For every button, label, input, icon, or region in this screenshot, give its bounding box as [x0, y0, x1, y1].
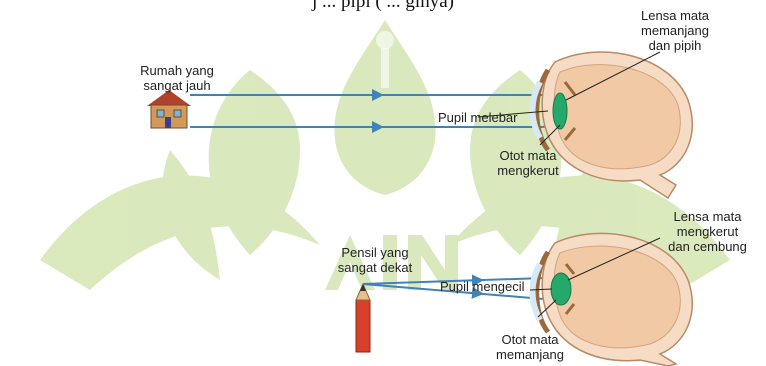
pencil-icon — [356, 284, 370, 352]
lens-convex-label: Lensa mata mengkerut dan cembung — [650, 209, 765, 254]
pupil-dilated-label: Pupil melebar — [438, 110, 518, 125]
near-object-label: Pensil yang sangat dekat — [330, 245, 420, 275]
lens-flat-label: Lensa mata memanjang dan pipih — [620, 8, 730, 53]
muscle-stretch-label: Otot mata memanjang — [480, 332, 580, 362]
pupil-constricted-label: Pupil mengecil — [440, 279, 525, 294]
house-icon — [147, 90, 191, 128]
muscle-contract-label: Otot mata mengkerut — [478, 148, 578, 178]
far-object-label: Rumah yang sangat jauh — [132, 63, 222, 93]
